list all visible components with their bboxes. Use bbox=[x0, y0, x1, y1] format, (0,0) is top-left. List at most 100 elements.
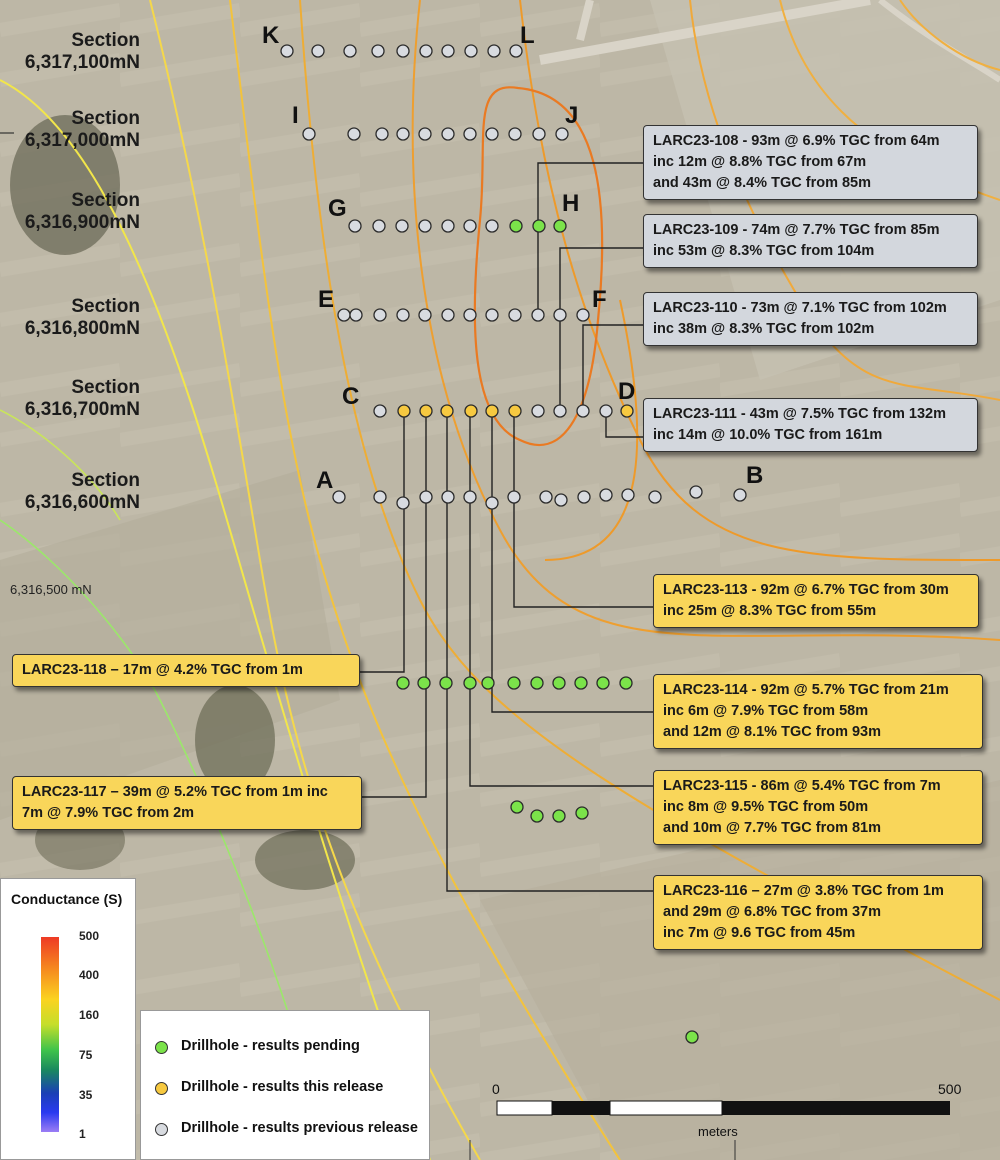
conductance-tick: 400 bbox=[79, 968, 100, 982]
section-word: Section bbox=[71, 108, 140, 129]
drillhole-pending bbox=[396, 676, 410, 690]
drillhole-previous bbox=[463, 308, 477, 322]
drillhole-previous bbox=[508, 127, 522, 141]
drillhole-previous bbox=[485, 127, 499, 141]
drillhole-previous bbox=[418, 308, 432, 322]
drillhole-pending bbox=[553, 219, 567, 233]
conductance-legend-title: Conductance (S) bbox=[11, 891, 123, 907]
conductance-tick: 1 bbox=[79, 1127, 86, 1141]
conductance-tick: 75 bbox=[79, 1048, 93, 1062]
legend-label-this-release: Drillhole - results this release bbox=[181, 1079, 384, 1095]
callout-leader-line bbox=[605, 411, 643, 438]
drillhole-previous bbox=[348, 219, 362, 233]
drillhole-this-release bbox=[440, 404, 454, 418]
callout-leader-line bbox=[469, 411, 653, 787]
callout-leader-line bbox=[446, 411, 653, 892]
drillhole-pending bbox=[510, 800, 524, 814]
drillholes bbox=[280, 44, 747, 1044]
vegetation bbox=[195, 685, 275, 795]
drillhole-previous bbox=[463, 490, 477, 504]
callout-leader-line bbox=[513, 411, 653, 608]
drillhole-pending bbox=[509, 219, 523, 233]
drillhole-previous bbox=[280, 44, 294, 58]
conductance-tick: 35 bbox=[79, 1088, 93, 1102]
drillhole-previous bbox=[509, 44, 523, 58]
drillhole-previous bbox=[576, 404, 590, 418]
drillhole-previous bbox=[419, 44, 433, 58]
drillhole-previous bbox=[463, 219, 477, 233]
line-label-b: B bbox=[746, 462, 764, 489]
drillhole-previous bbox=[418, 127, 432, 141]
drillhole-previous bbox=[441, 308, 455, 322]
drillhole-previous bbox=[396, 496, 410, 510]
drillhole-previous bbox=[689, 485, 703, 499]
drillhole-previous bbox=[396, 308, 410, 322]
drillhole-previous bbox=[441, 44, 455, 58]
conductance-tick: 160 bbox=[79, 1008, 100, 1022]
drillhole-previous bbox=[441, 490, 455, 504]
drillhole-this-release bbox=[419, 404, 433, 418]
scale-min: 0 bbox=[492, 1081, 500, 1097]
drillhole-pending bbox=[532, 219, 546, 233]
line-label-h: H bbox=[562, 190, 580, 217]
drillhole-previous bbox=[531, 404, 545, 418]
drillhole-previous bbox=[371, 44, 385, 58]
drillhole-previous bbox=[599, 488, 613, 502]
drillhole-previous bbox=[554, 493, 568, 507]
drillhole-previous bbox=[508, 308, 522, 322]
section-word: Section bbox=[71, 377, 140, 398]
section-word: Section bbox=[71, 296, 140, 317]
drillhole-pending bbox=[552, 676, 566, 690]
drillhole-pending bbox=[619, 676, 633, 690]
scale-unit: meters bbox=[698, 1124, 738, 1139]
drillhole-previous bbox=[553, 404, 567, 418]
drillhole-previous bbox=[375, 127, 389, 141]
drillhole-previous bbox=[373, 308, 387, 322]
drillhole-previous bbox=[418, 219, 432, 233]
drillhole-pending bbox=[552, 809, 566, 823]
drillhole-pending bbox=[530, 809, 544, 823]
line-label-f: F bbox=[592, 286, 607, 313]
legend-dot-this-release bbox=[155, 1082, 168, 1095]
line-label-e: E bbox=[318, 286, 335, 313]
line-label-a: A bbox=[316, 467, 334, 494]
road bbox=[576, 0, 594, 41]
drillhole-previous bbox=[337, 308, 351, 322]
drillhole-previous bbox=[507, 490, 521, 504]
callout-leader-line bbox=[362, 411, 427, 798]
drillhole-previous bbox=[396, 44, 410, 58]
drillhole-this-release bbox=[397, 404, 411, 418]
drillhole-pending bbox=[530, 676, 544, 690]
drillhole-previous bbox=[577, 490, 591, 504]
drillhole-pending bbox=[439, 676, 453, 690]
drillhole-previous bbox=[532, 127, 546, 141]
drillhole-previous bbox=[347, 127, 361, 141]
drillhole-previous bbox=[553, 308, 567, 322]
drillhole-this-release bbox=[508, 404, 522, 418]
callout-leader-line bbox=[537, 162, 643, 315]
road bbox=[539, 0, 871, 65]
drillhole-previous bbox=[487, 44, 501, 58]
drillhole-previous bbox=[599, 404, 613, 418]
drillhole-previous bbox=[441, 127, 455, 141]
drillhole-previous bbox=[733, 488, 747, 502]
scale-max: 500 bbox=[938, 1081, 962, 1097]
drillhole-previous bbox=[485, 219, 499, 233]
drillhole-previous bbox=[485, 308, 499, 322]
drillhole-pending bbox=[574, 676, 588, 690]
callout-leaders bbox=[360, 162, 653, 892]
callout-leader-line bbox=[559, 247, 643, 411]
drillhole-pending bbox=[463, 676, 477, 690]
callout-leader-line bbox=[582, 324, 643, 411]
drillhole-previous bbox=[531, 308, 545, 322]
drillhole-pending bbox=[596, 676, 610, 690]
